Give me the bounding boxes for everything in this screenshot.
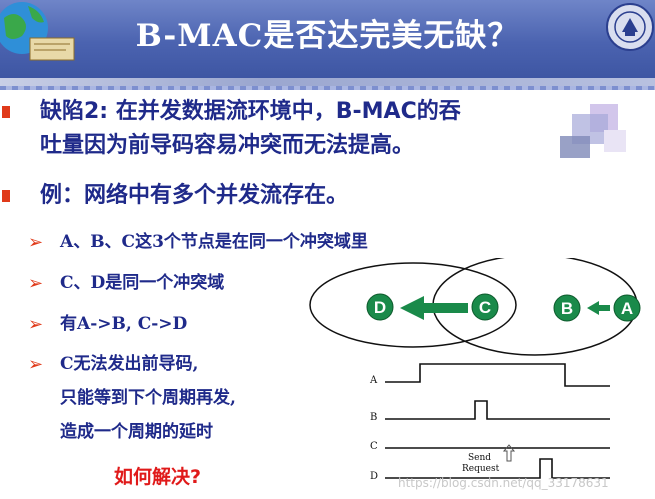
- node-c: C: [471, 293, 499, 321]
- send-request-arrow-icon: [502, 444, 516, 462]
- point-1-line-1: 缺陷2: 在并发数据流环境中，B-MAC的吞: [40, 99, 461, 124]
- svg-text:C: C: [479, 298, 491, 317]
- timing-diagram: A B C D Send Request: [369, 363, 610, 482]
- slide-title: B-MAC是否达完美无缺？: [135, 18, 520, 54]
- signal-b: [385, 400, 610, 420]
- bullet-marker: [2, 190, 10, 202]
- slide-header: [0, 0, 655, 78]
- node-a: A: [613, 294, 641, 322]
- signal-d: [385, 458, 610, 479]
- svg-text:B: B: [561, 299, 573, 318]
- collision-domain-diagram: D C B A: [309, 258, 641, 356]
- request-label: Request: [462, 464, 500, 474]
- university-seal-icon: [606, 3, 654, 51]
- watermark: https://blog.csdn.net/qq_33178631: [398, 476, 609, 490]
- svg-text:D: D: [374, 298, 386, 317]
- node-b: B: [553, 294, 581, 322]
- timing-row-label-b: B: [370, 412, 377, 423]
- arrow-bullet-icon: ➢: [28, 273, 44, 294]
- point-2-line-1: 例：网络中有多个并发流存在。: [40, 183, 349, 208]
- arrow-a-to-b: [587, 301, 610, 315]
- sub-point-2: C、D是同一个冲突域: [60, 273, 225, 293]
- arrow-bullet-icon: ➢: [28, 354, 44, 375]
- timing-row-label-c: C: [370, 441, 378, 452]
- point-1-line-2: 吐量因为前导码容易冲突而无法提高。: [40, 133, 415, 158]
- sub-point-3: 有A->B, C->D: [60, 314, 188, 334]
- node-d: D: [366, 293, 394, 321]
- collision-domain-ellipse-left: [309, 262, 517, 348]
- sub-point-1: A、B、C这3个节点是在同一个冲突域里: [60, 232, 368, 252]
- signal-a: [385, 363, 610, 387]
- decorative-squares: [560, 104, 626, 158]
- arrow-c-to-d: [400, 296, 468, 320]
- sub-point-4-line-2: 只能等到下个周期再发,: [60, 388, 236, 408]
- sub-point-4-line-1: C无法发出前导码,: [60, 354, 199, 374]
- bullet-marker: [2, 106, 10, 118]
- timing-row-label-a: A: [369, 375, 378, 386]
- send-label: Send: [468, 453, 491, 463]
- arrow-bullet-icon: ➢: [28, 232, 44, 253]
- arrow-bullet-icon: ➢: [28, 314, 44, 335]
- timing-row-label-d: D: [370, 471, 378, 482]
- sub-point-4-line-3: 造成一个周期的延时: [60, 422, 213, 442]
- svg-text:A: A: [621, 299, 633, 318]
- globe-icon: [0, 2, 75, 61]
- header-stripe-pattern: [0, 86, 655, 90]
- question-text: 如何解决?: [114, 466, 202, 488]
